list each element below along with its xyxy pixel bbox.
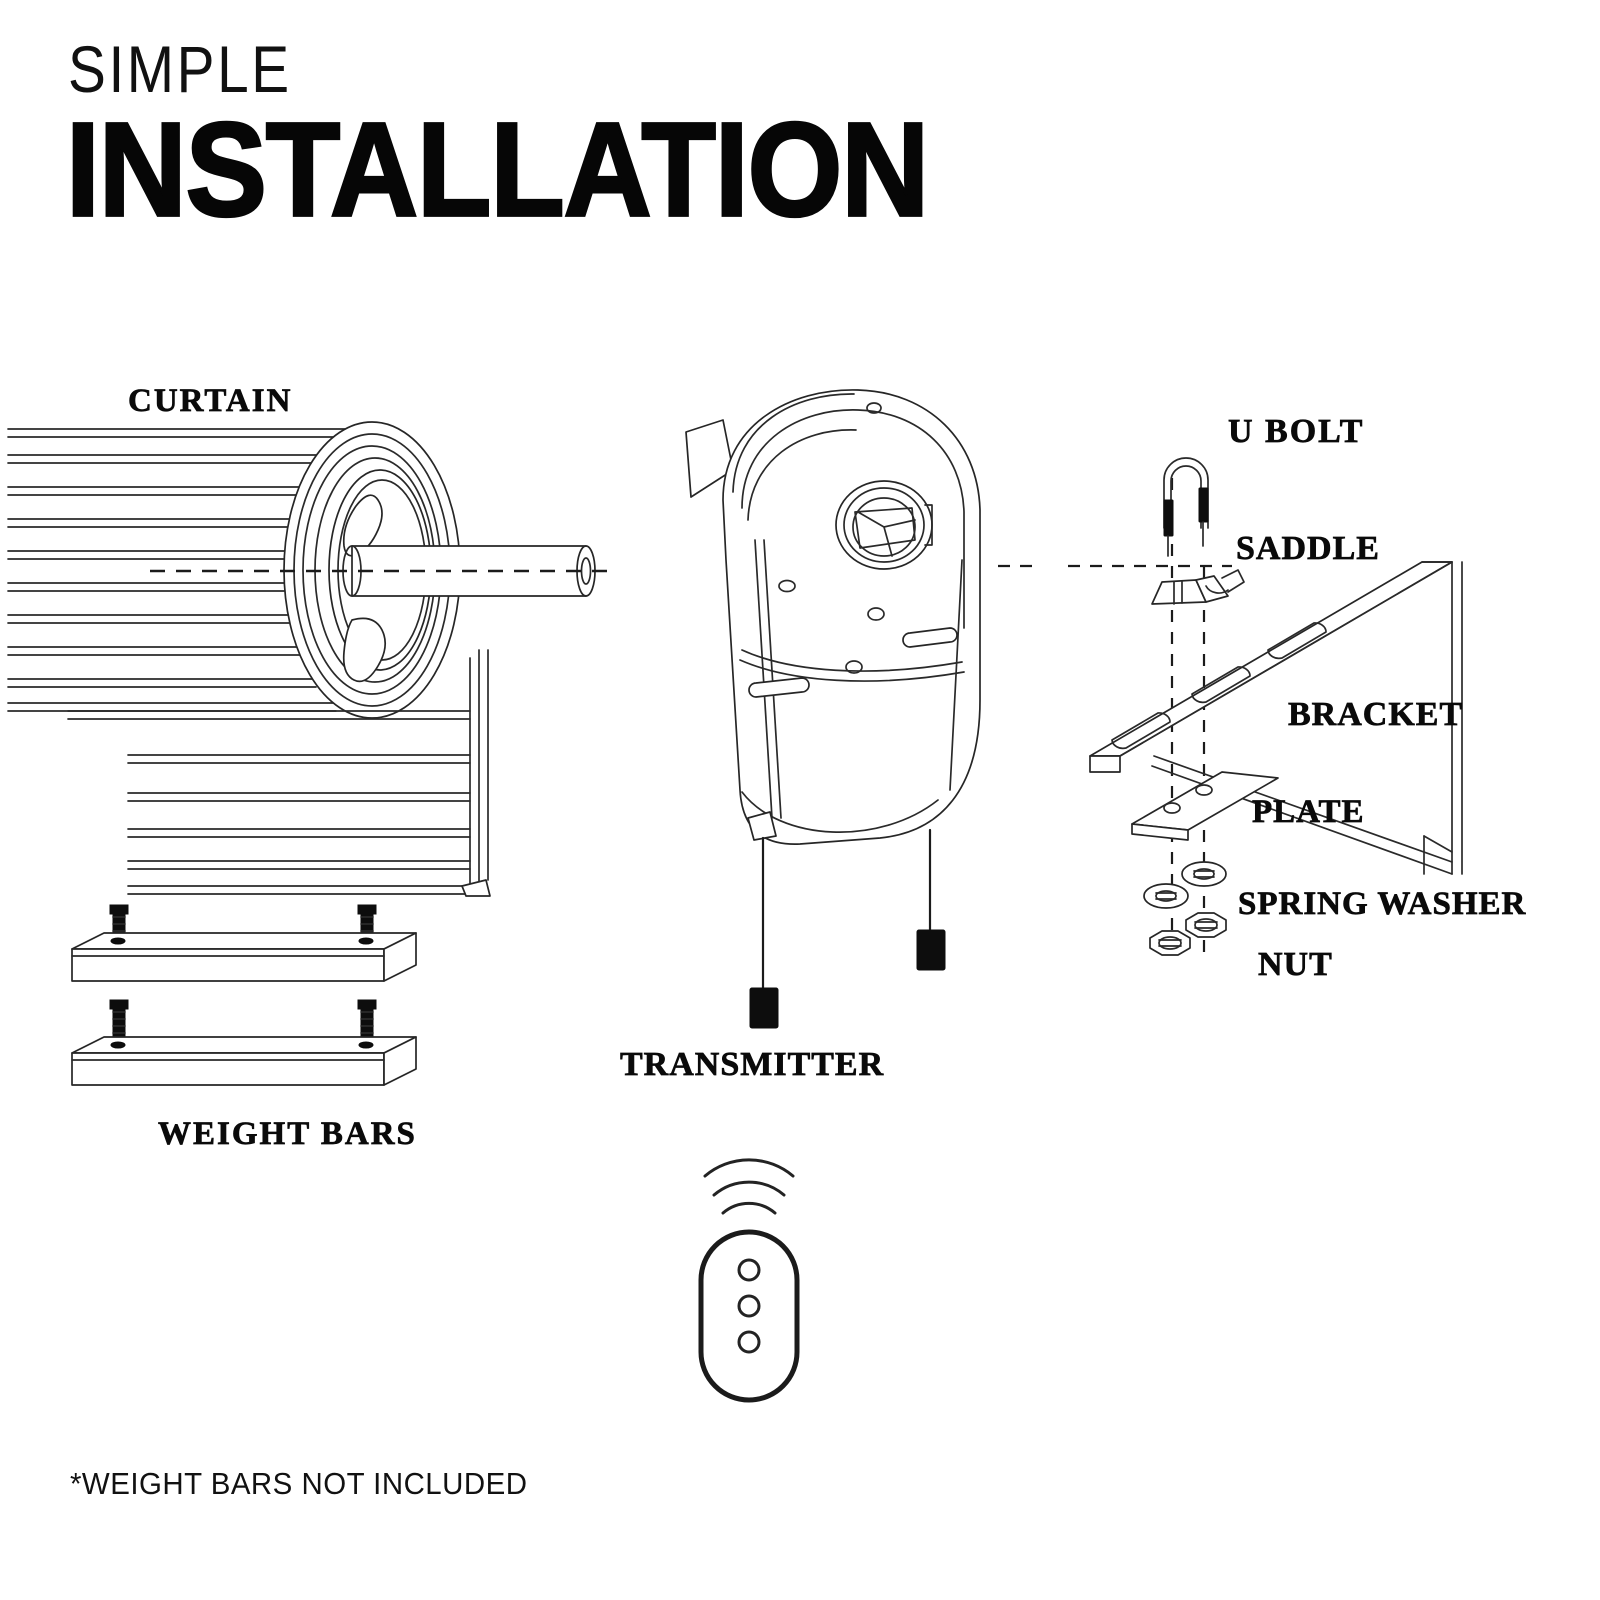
remote-button-icon [737,1258,761,1282]
wireless-signal-icon [703,1158,795,1215]
hex-nut-icon [1185,912,1227,938]
label-bracket: BRACKET [1288,696,1464,733]
cord-terminal-block-icon [749,987,779,1029]
remote-button-icon [737,1294,761,1318]
label-spring-washer: SPRING WASHER [1238,886,1527,922]
assembly-axis-dashed-line [1068,478,1232,952]
bracket-slot-icon [1111,712,1171,750]
mounting-bracket-icon [1089,561,1463,875]
power-cord-icon [761,828,932,990]
remote-button-icon [737,1330,761,1354]
guide-rail-icon [461,649,491,897]
label-nut: NUT [1258,946,1333,983]
label-curtain: CURTAIN [128,383,293,419]
bracket-slot-icon [1267,622,1327,660]
rolled-shutter-curtain-icon [7,428,353,712]
weight-bar-icon [71,932,417,982]
label-weight-bars: WEIGHT BARS [158,1116,417,1152]
spring-washer-icon [1143,883,1189,909]
label-plate: PLATE [1252,794,1365,830]
bracket-slot-icon [1191,666,1251,704]
backing-plate-icon [1131,771,1279,841]
spring-washer-icon [1181,861,1227,887]
footnote-weight-bars-not-included: *WEIGHT BARS NOT INCLUDED [70,1466,528,1501]
hex-nut-icon [1149,930,1191,956]
weight-bar-icon [71,1036,417,1086]
page-title-installation: INSTALLATION [65,95,931,245]
u-bolt-icon [1163,457,1209,557]
curtain-lower-panel-icon [67,710,471,895]
tubular-motor-unit-icon [685,389,981,845]
label-saddle: SADDLE [1236,530,1380,567]
label-transmitter: TRANSMITTER [620,1046,885,1083]
page-title-simple: SIMPLE [68,32,292,106]
label-u-bolt: U BOLT [1228,413,1365,450]
cord-terminal-block-icon [916,929,946,971]
saddle-clamp-icon [1151,569,1245,605]
